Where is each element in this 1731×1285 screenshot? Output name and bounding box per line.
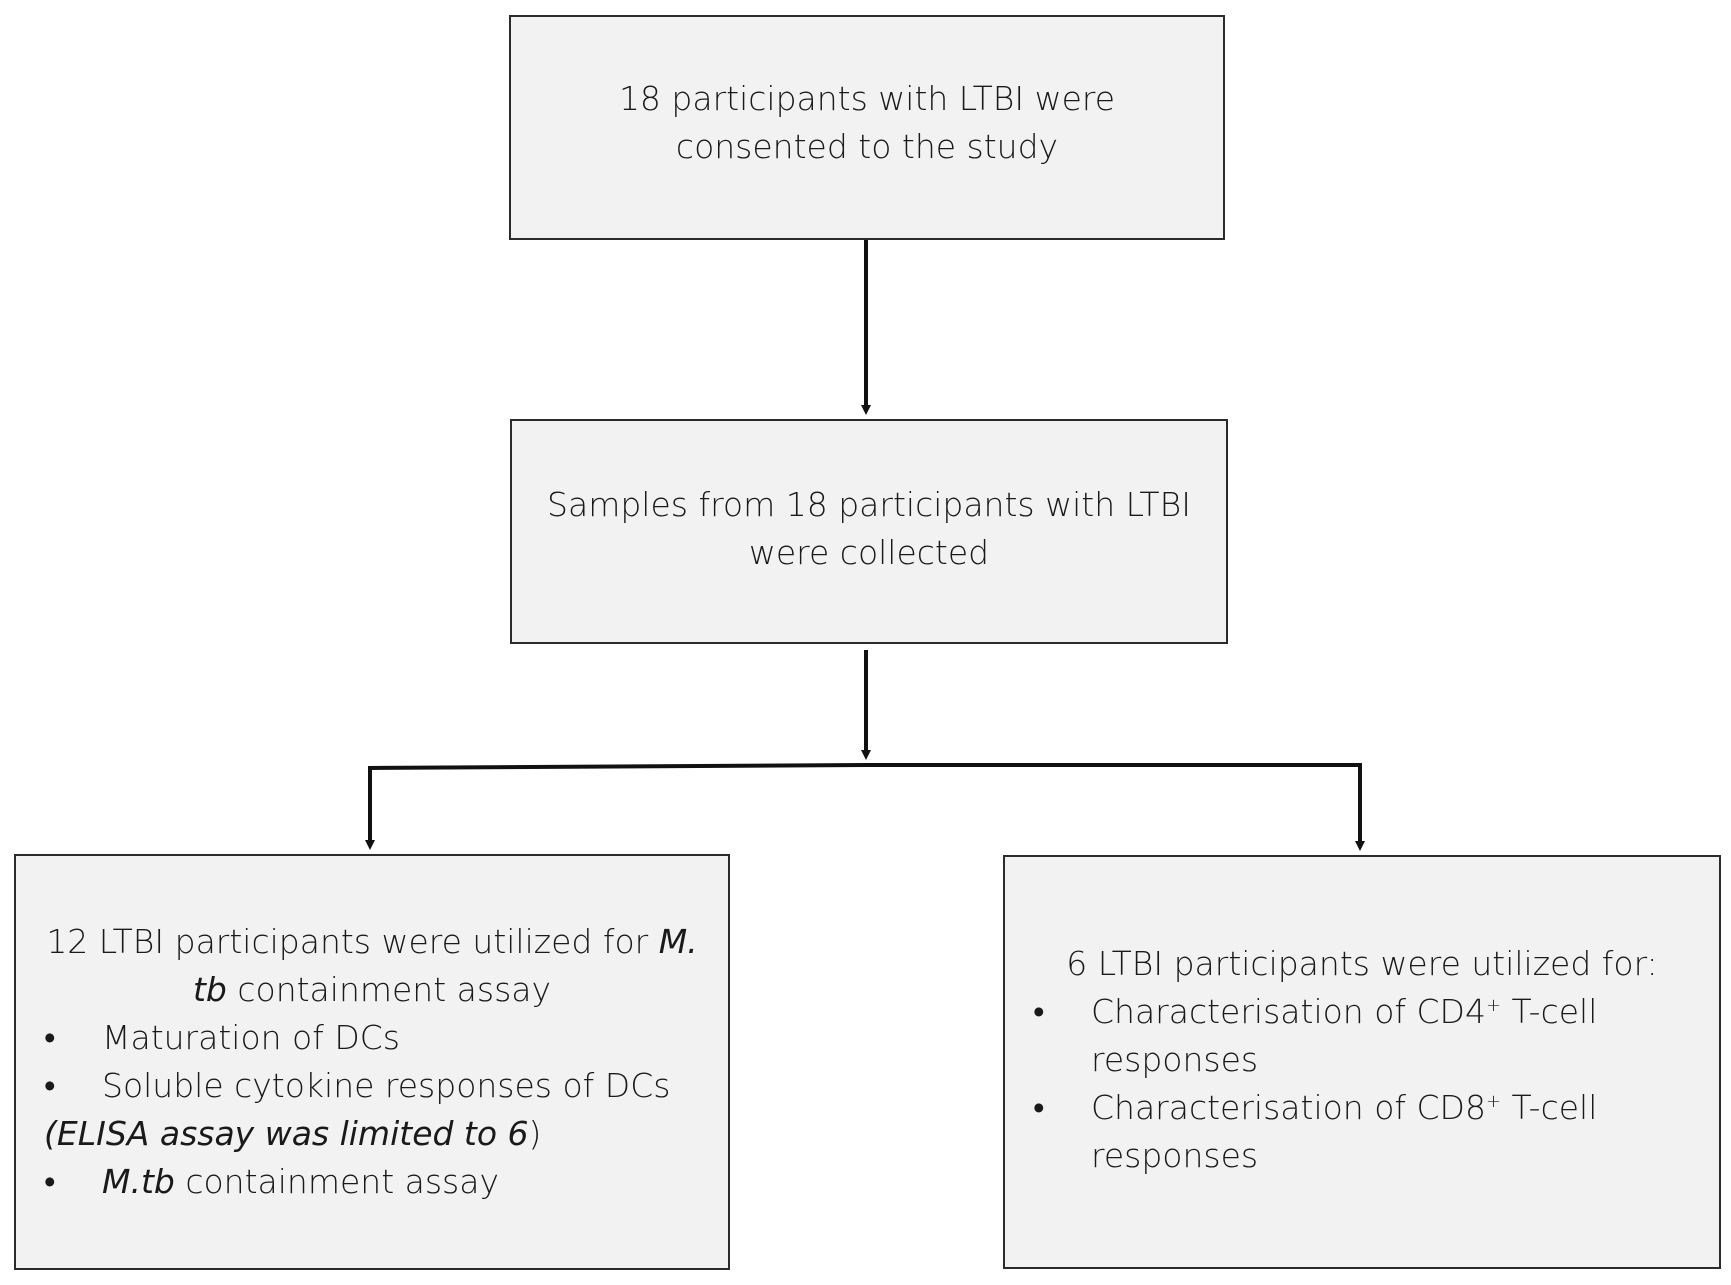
branch-line [368,763,1362,845]
right-item-cd4-line-2: responses [1091,1040,1259,1079]
samples-collected-box: Samples from 18 participants with LTBI w… [510,419,1228,644]
samples-line-1: Samples from 18 participants with LTBI [547,485,1191,524]
left-item-containment: M.tb containment assay [102,1162,499,1201]
left-heading-rest: containment assay [226,970,552,1009]
left-heading-text: 12 LTBI participants were utilized for [46,922,659,961]
left-heading-italic: M. [658,922,698,961]
right-item-cd4-suffix: T-cell [1501,992,1598,1031]
right-bullet-2: • [1033,1088,1045,1127]
right-item-cd8-sup: + [1485,1091,1502,1112]
left-heading-italic-2: tb [192,970,227,1009]
left-note-elisa: (ELISA assay was limited to 6) [44,1114,541,1153]
left-heading-line-2: tb containment assay [16,970,728,1009]
right-item-cd8-suffix: T-cell [1501,1088,1598,1127]
containment-assay-box: 12 LTBI participants were utilized for M… [14,854,730,1270]
left-bullet-3: • [44,1162,56,1201]
left-bullet-1: • [44,1018,56,1057]
left-note-close: ) [528,1114,542,1153]
right-item-cd4: Characterisation of CD4+ T-cell [1091,992,1597,1031]
samples-text: Samples from 18 participants with LTBI w… [512,481,1226,577]
right-bullet-1: • [1033,992,1045,1031]
left-item-cytokine: Soluble cytokine responses of DCs [102,1066,671,1105]
consented-line-2: consented to the study [675,127,1059,166]
right-item-cd8: Characterisation of CD8+ T-cell [1091,1088,1597,1127]
left-item-containment-rest: containment assay [174,1162,499,1201]
consented-line-1: 18 participants with LTBI were [618,79,1116,118]
tcell-characterisation-box: 6 LTBI participants were utilized for: •… [1003,855,1721,1269]
right-item-cd8-prefix: Characterisation of CD8 [1091,1088,1486,1127]
left-heading-line-1: 12 LTBI participants were utilized for M… [16,922,728,961]
left-item-mtb-italic: M.tb [102,1162,175,1201]
left-item-maturation: Maturation of DCs [102,1018,400,1057]
samples-line-2: were collected [748,533,990,572]
consented-box: 18 participants with LTBI were consented… [509,15,1225,240]
right-heading: 6 LTBI participants were utilized for: [1066,944,1658,983]
right-item-cd4-prefix: Characterisation of CD4 [1091,992,1486,1031]
right-item-cd8-line-2: responses [1091,1136,1259,1175]
left-note-italic: (ELISA assay was limited to 6 [44,1114,529,1153]
left-bullet-2: • [44,1066,56,1105]
right-item-cd4-sup: + [1485,995,1502,1016]
consented-text: 18 participants with LTBI were consented… [511,75,1223,171]
